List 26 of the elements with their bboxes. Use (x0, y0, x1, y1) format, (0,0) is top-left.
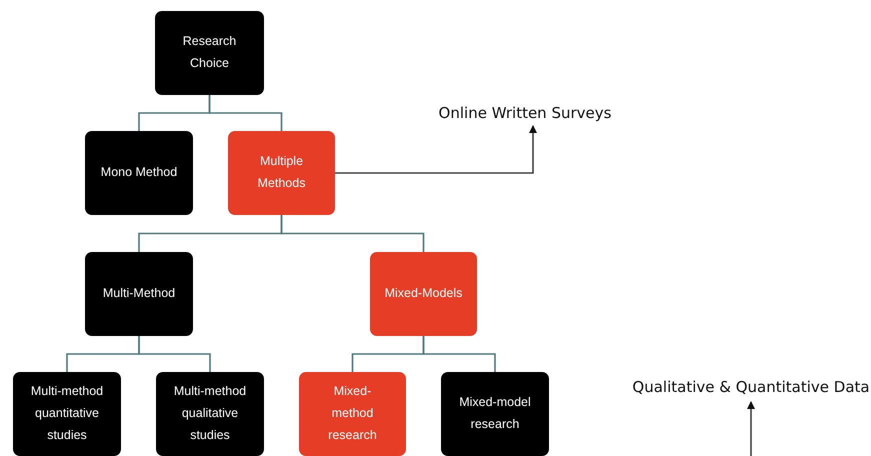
process-box (299, 372, 406, 456)
box-label: Mixed-method research (327, 383, 378, 444)
connector-line (280, 215, 424, 252)
box-label: Research Choice (182, 33, 238, 72)
box-label: Multi-Method (102, 285, 176, 302)
arrow (335, 125, 537, 174)
text-label: Online Written Surveys (438, 104, 612, 122)
box-label: Multi-method qualitative studies (172, 383, 248, 444)
box-label: Mixed-Models (384, 285, 462, 302)
process-box (441, 372, 549, 456)
box-label: Multiple Methods (256, 153, 306, 192)
process-box (156, 372, 264, 456)
text-label: Qualitative & Quantitative Data (632, 378, 870, 396)
connector-line (138, 336, 211, 372)
box-label: Multi-method quantitative studies (30, 383, 104, 444)
arrow (747, 401, 755, 456)
connector-line (422, 336, 496, 372)
connector-line (208, 95, 282, 131)
process-box (13, 372, 121, 456)
process-box (370, 252, 477, 336)
process-box (85, 131, 193, 215)
box-label: Mono Method (100, 164, 178, 182)
process-box (228, 131, 335, 215)
box-label: Mixed-model research (458, 394, 532, 433)
process-box (85, 252, 193, 336)
process-box (155, 11, 264, 95)
